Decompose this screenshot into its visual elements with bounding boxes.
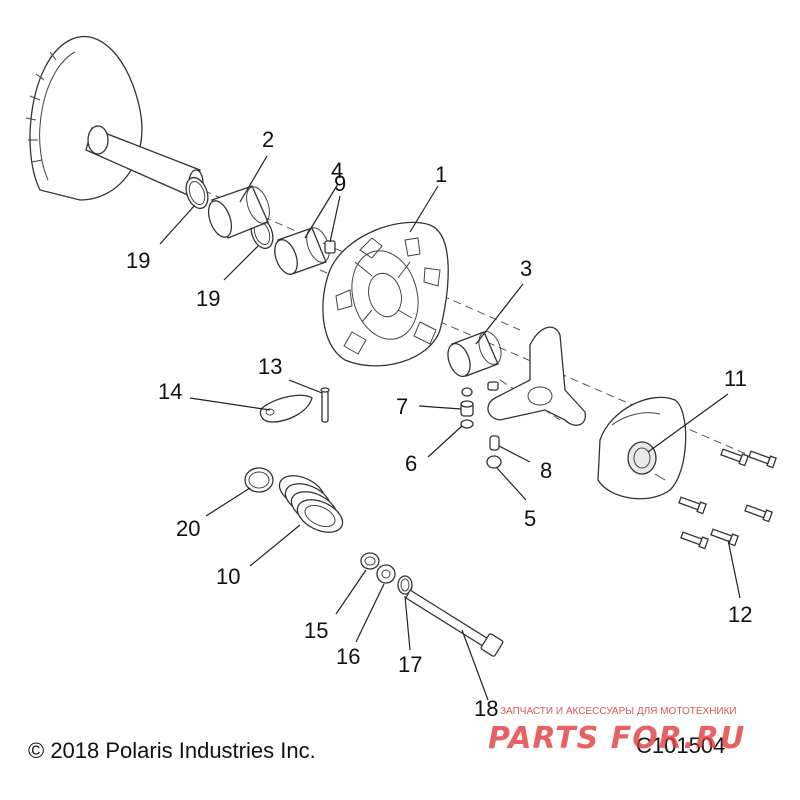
callout-8: 8 [540, 458, 552, 483]
spring-10-part [278, 475, 344, 533]
copyright-text: © 2018 Polaris Industries Inc. [28, 738, 316, 763]
ring-20-part [244, 467, 274, 493]
button-5-part [486, 455, 502, 469]
nut-9-part [324, 240, 336, 254]
callout-labels: 1 2 3 4 5 6 7 8 9 10 11 12 13 14 15 16 1… [126, 127, 752, 721]
bushing-4-part [274, 227, 330, 275]
moveable-sheave-1-part [322, 221, 449, 367]
watermark-logo: PARTS FOR.RU [488, 721, 745, 756]
callout-11: 11 [724, 366, 747, 391]
cover-plate-11-part [597, 396, 687, 500]
drive-sheave-part [25, 35, 204, 201]
bushing-3-part [447, 331, 502, 377]
bolt-18-part [405, 589, 504, 657]
roller-7-part [460, 400, 474, 417]
watermark-tagline: ЗАПЧАСТИ И АКСЕССУАРЫ ДЛЯ МОТОТЕХНИКИ [500, 706, 737, 717]
clip-14-part [259, 394, 313, 423]
callout-17: 17 [398, 652, 422, 677]
callout-7: 7 [396, 394, 408, 419]
pin-13-part [320, 387, 330, 423]
callout-12: 12 [728, 602, 752, 627]
callout-10: 10 [216, 564, 240, 589]
callout-19b: 19 [196, 286, 220, 311]
callout-2: 2 [262, 127, 274, 152]
pin-8-part [489, 435, 500, 451]
callout-6: 6 [405, 451, 417, 476]
snap-ring-19a-part [185, 176, 209, 210]
drawing-code: C101504 [636, 733, 725, 758]
callout-4: 4 [331, 158, 343, 183]
roller-15-part [360, 552, 380, 570]
snap-ring-17-part [397, 575, 413, 595]
callout-16: 16 [336, 644, 360, 669]
callout-1: 1 [435, 162, 447, 187]
callout-18: 18 [474, 696, 498, 721]
callout-19a: 19 [126, 248, 150, 273]
leader-lines [159, 155, 741, 701]
callout-20: 20 [176, 516, 200, 541]
callout-13: 13 [258, 354, 282, 379]
washer-16-part [376, 564, 396, 584]
watermark: ЗАПЧАСТИ И АКСЕССУАРЫ ДЛЯ МОТОТЕХНИКИ PA… [488, 706, 745, 756]
washer-6-part [460, 387, 474, 429]
callout-14: 14 [158, 379, 182, 404]
callout-15: 15 [304, 618, 328, 643]
bolts-12-part [678, 448, 777, 550]
bushing-2-part [207, 185, 270, 239]
callout-9: 9 [334, 171, 346, 196]
callout-3: 3 [520, 256, 532, 281]
callout-5: 5 [524, 506, 536, 531]
spider-part [487, 326, 587, 426]
